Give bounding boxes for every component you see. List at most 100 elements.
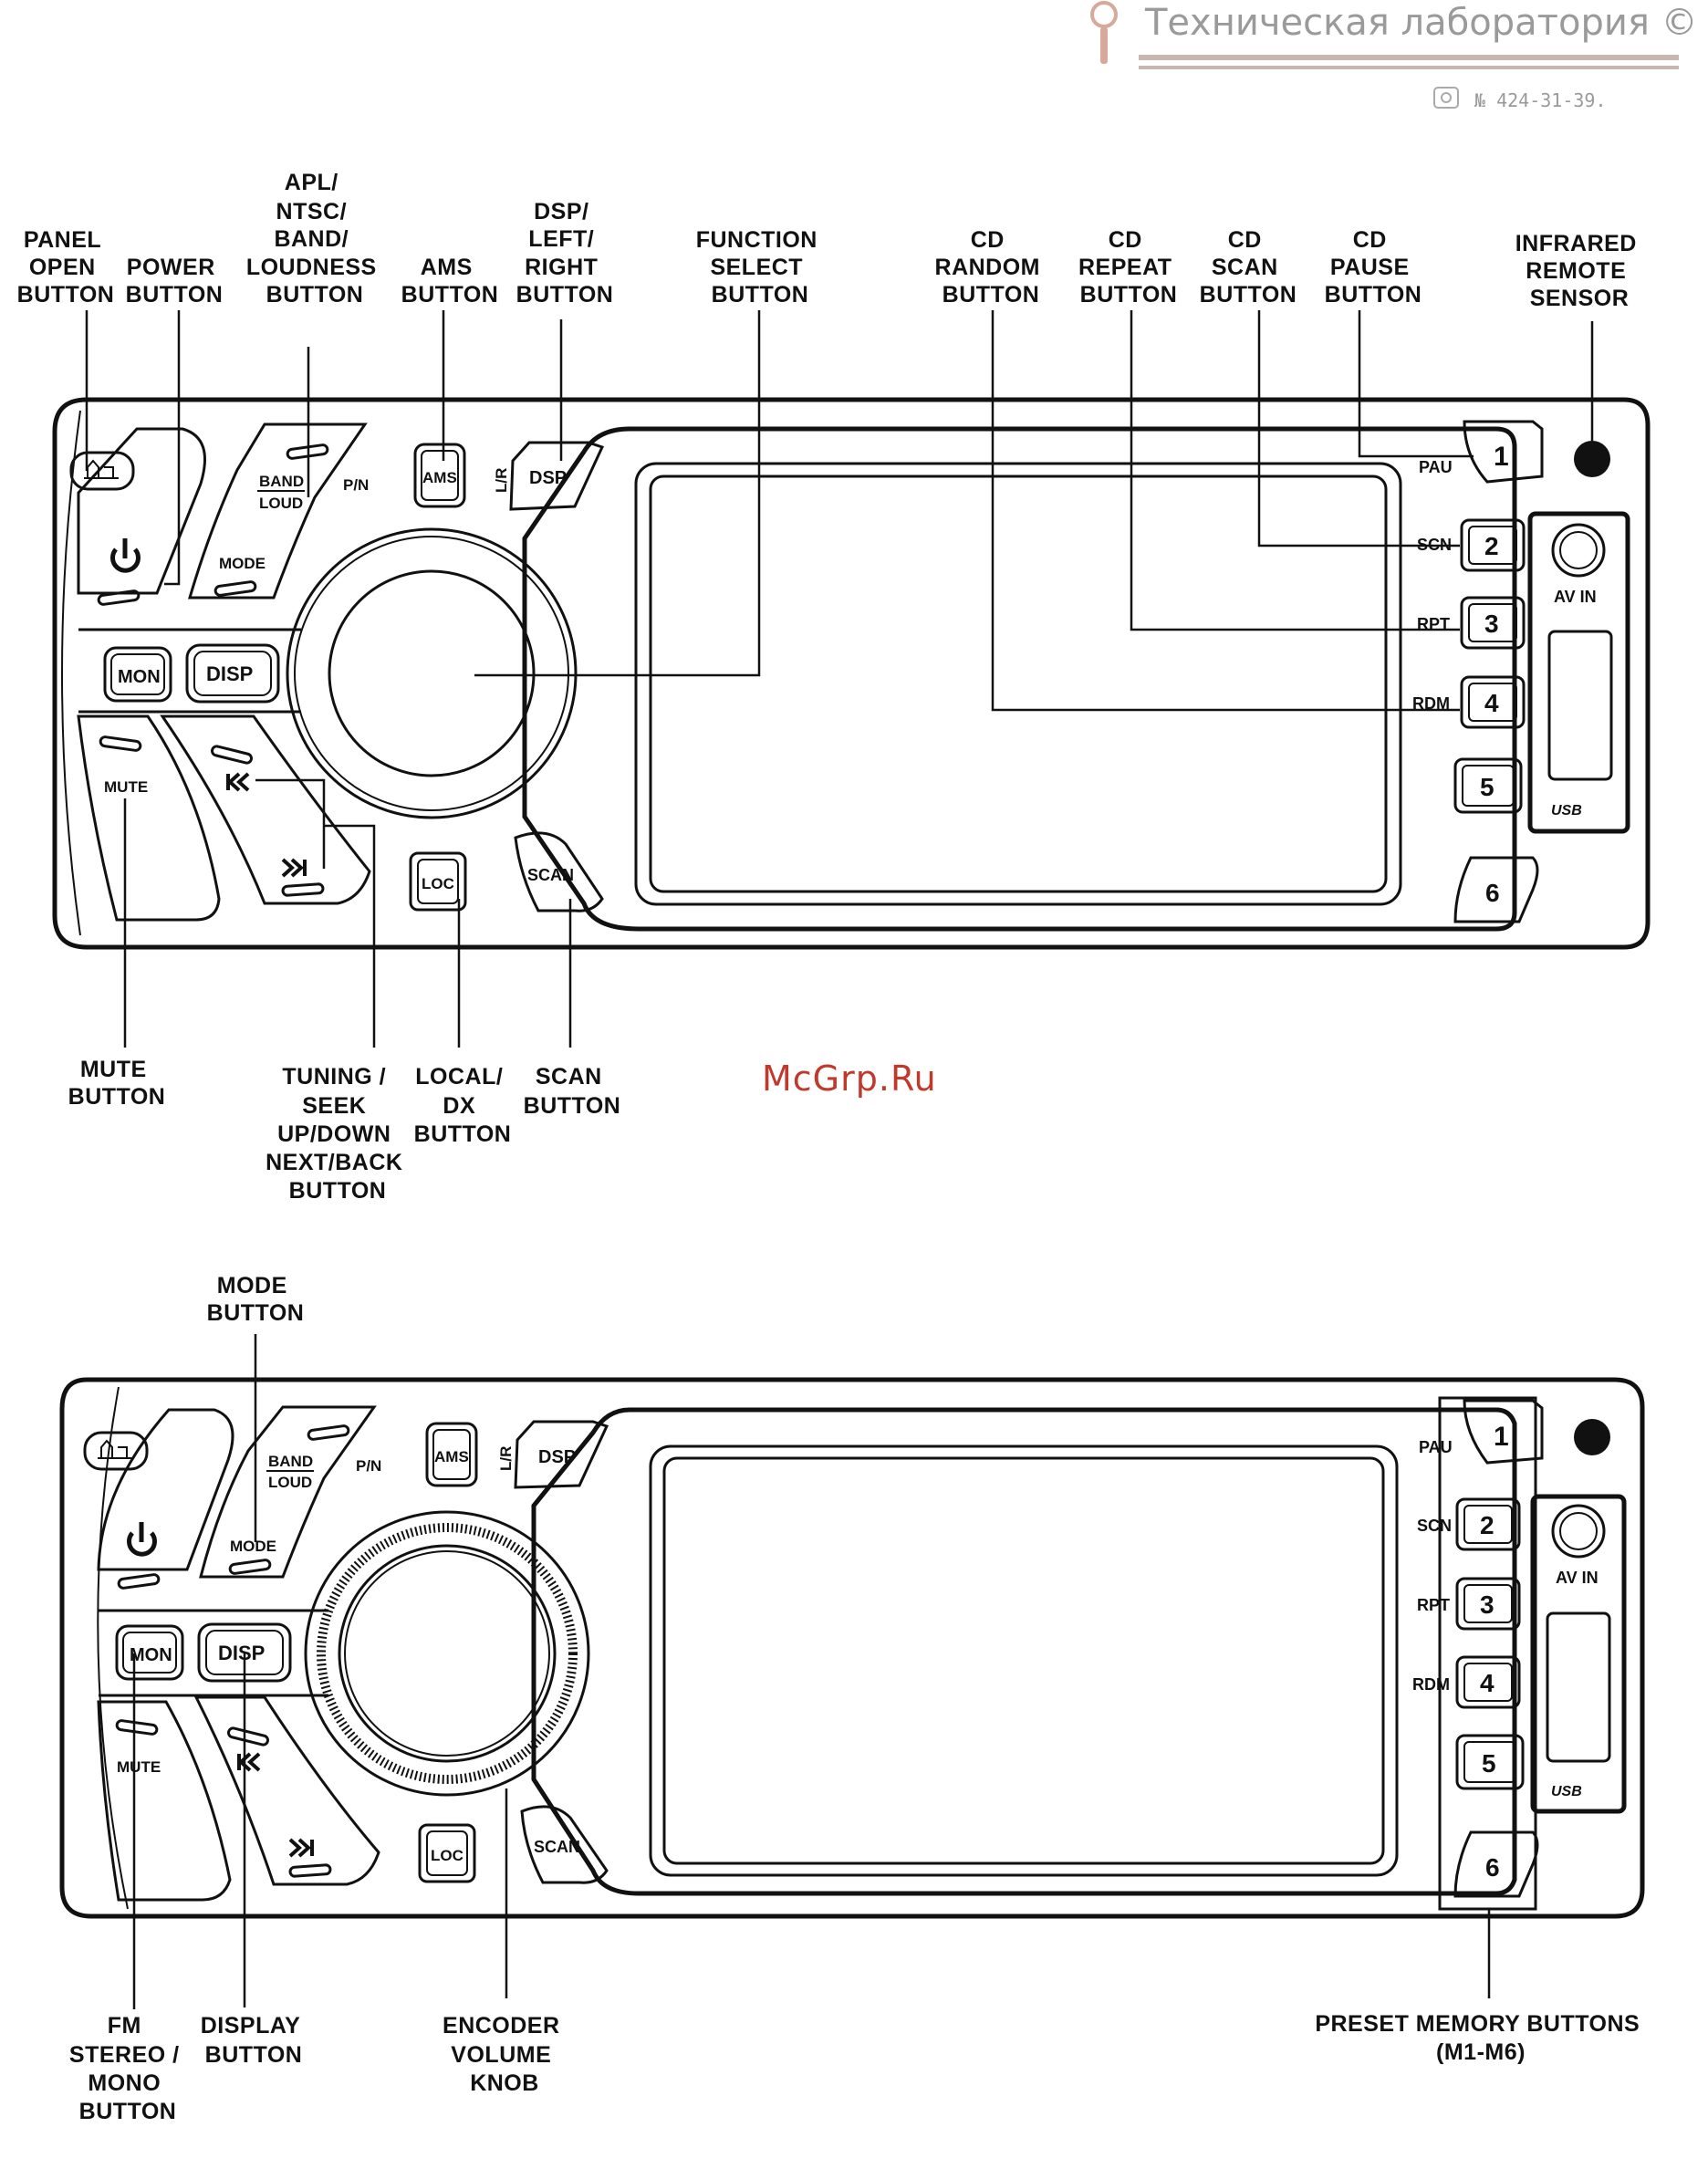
lr-label: L/R (493, 468, 510, 493)
usb-port[interactable] (1547, 630, 1613, 781)
scn-label-2: SCN (1417, 1517, 1452, 1535)
av-in-jack[interactable] (1551, 523, 1606, 578)
scan-button-2[interactable]: SCAN (520, 1805, 609, 1884)
dsp-button-2[interactable]: DSP (514, 1420, 609, 1489)
prev-icon-2 (237, 1752, 261, 1772)
preset-4-label: 4 (1484, 689, 1499, 717)
phone-icon (1433, 87, 1459, 109)
preset-2-button[interactable]: 2 (1460, 518, 1526, 572)
preset-4-label-2: 4 (1480, 1669, 1494, 1697)
callout-cd-pause: CD PAUSE BUTTON (1325, 227, 1422, 308)
preset-6-button[interactable]: 6 (1453, 856, 1539, 923)
preset-3-button-2[interactable]: 3 (1455, 1577, 1521, 1631)
magnifier-icon (1090, 1, 1118, 64)
callout-function: FUNCTION SELECT BUTTON (696, 227, 825, 308)
callout-fm-stereo: FM STEREO / MONO BUTTON (69, 2013, 186, 2124)
power-icon-2 (127, 1522, 157, 1557)
next-icon (281, 858, 307, 878)
callout-ams: AMS BUTTON (401, 255, 499, 308)
mode-label: MODE (219, 555, 266, 572)
seek-button-shape-2[interactable] (193, 1695, 380, 1886)
callout-local: LOCAL/ DX BUTTON (414, 1064, 512, 1147)
preset-2-label: 2 (1484, 532, 1499, 560)
band-mode-button-shape[interactable] (187, 422, 368, 600)
callout-display: DISPLAY BUTTON (201, 2013, 307, 2068)
watermark-title: Техническая лаборатория © (1144, 2, 1698, 44)
callout-encoder: ENCODER VOLUME KNOB (443, 2013, 567, 2096)
panel-open-button-2[interactable] (83, 1431, 149, 1471)
preset-1-label: 1 (1494, 442, 1509, 472)
loc-button-2[interactable]: LOC (418, 1823, 476, 1883)
callout-dsp: DSP/ LEFT/ RIGHT BUTTON (516, 199, 614, 308)
scan-label: SCAN (527, 866, 574, 884)
top-callouts: PANEL OPEN BUTTON POWER BUTTON APL/ NTSC… (17, 170, 1644, 1204)
preset-5-label: 5 (1480, 773, 1494, 801)
callout-scan: SCAN BUTTON (524, 1064, 621, 1119)
site-label: McGrp.Ru (762, 1058, 937, 1099)
preset-4-button-2[interactable]: 4 (1455, 1655, 1521, 1709)
preset-1-label-2: 1 (1494, 1422, 1509, 1452)
mute-label-2: MUTE (117, 1758, 161, 1776)
callout-preset: PRESET MEMORY BUTTONS (M1-M6) (1315, 2011, 1646, 2065)
preset-3-button[interactable]: 3 (1460, 596, 1526, 650)
lr-label-2: L/R (497, 1446, 515, 1471)
mute-button-shape-2[interactable] (97, 1700, 232, 1902)
mon-button[interactable]: MON (103, 646, 172, 703)
rdm-label-2: RDM (1412, 1675, 1450, 1694)
loc-button[interactable]: LOC (409, 851, 467, 912)
panel-open-button[interactable] (69, 451, 135, 491)
watermark-phone: № 424-31-39. (1474, 89, 1607, 111)
dsp-button[interactable]: DSP (509, 441, 605, 511)
preset-1-button[interactable]: 1 (1463, 420, 1544, 484)
encoder-volume-knob[interactable] (304, 1510, 590, 1797)
preset-2-label-2: 2 (1480, 1511, 1494, 1539)
av-usb-box-2 (1530, 1494, 1627, 1814)
ams-button-2[interactable]: AMS (425, 1422, 478, 1487)
av-in-jack-2[interactable] (1551, 1504, 1606, 1559)
top-leaders (85, 310, 1594, 1048)
callout-cd-repeat: CD REPEAT BUTTON (1078, 227, 1179, 308)
preset-5-button-2[interactable]: 5 (1455, 1734, 1525, 1790)
scan-button[interactable]: SCAN (514, 831, 604, 912)
seek-button-shape[interactable] (160, 714, 371, 905)
callout-mode: MODE BUTTON (207, 1273, 305, 1326)
usb-label-2: USB (1551, 1784, 1582, 1799)
callout-tuning: TUNING / SEEK UP/DOWN NEXT/BACK BUTTON (266, 1064, 410, 1204)
callout-panel-open: PANEL OPEN BUTTON (17, 227, 115, 308)
ams-label-2: AMS (434, 1448, 469, 1465)
callout-ir-sensor: INFRARED REMOTE SENSOR (1515, 231, 1644, 311)
av-in-label: AV IN (1554, 588, 1597, 606)
preset-2-button-2[interactable]: 2 (1455, 1497, 1521, 1551)
ams-label: AMS (422, 469, 457, 486)
usb-port-2[interactable] (1546, 1611, 1611, 1763)
preset-6-label: 6 (1485, 879, 1500, 907)
dsp-label: DSP (529, 468, 567, 488)
bottom-callouts: MODE BUTTON FM STEREO / MONO BUTTON DISP… (69, 1273, 1646, 2124)
callout-cd-scan: CD SCAN BUTTON (1200, 227, 1297, 308)
function-select-knob[interactable] (286, 527, 578, 819)
preset-6-button-2[interactable]: 6 (1453, 1830, 1539, 1898)
loud-label-2: LOUD (268, 1474, 312, 1491)
ir-sensor-2 (1574, 1419, 1610, 1455)
power-button-shape-2[interactable] (97, 1408, 234, 1571)
dsp-label-2: DSP (538, 1447, 576, 1467)
band-mode-button-shape-2[interactable] (199, 1405, 377, 1579)
av-in-label-2: AV IN (1556, 1569, 1599, 1587)
top-panel: BAND LOUD P/N MODE MUTE MON DISP (52, 397, 1651, 950)
preset-5-button[interactable]: 5 (1453, 757, 1523, 814)
av-usb-box (1527, 511, 1630, 834)
disp-button[interactable]: DISP (185, 643, 280, 704)
power-button-shape[interactable] (77, 427, 206, 595)
preset-1-button-2[interactable]: 1 (1463, 1399, 1544, 1465)
pn-label-2: P/N (356, 1457, 381, 1475)
pau-label-2: PAU (1419, 1438, 1453, 1456)
preset-4-button[interactable]: 4 (1460, 675, 1526, 729)
mute-button-shape[interactable] (77, 714, 221, 922)
mon-button-2[interactable]: MON (115, 1624, 184, 1681)
ams-button[interactable]: AMS (413, 443, 466, 508)
scan-label-2: SCAN (534, 1838, 580, 1856)
rpt-label-2: RPT (1417, 1596, 1450, 1614)
loc-label: LOC (422, 875, 454, 892)
bottom-leaders (132, 1334, 1491, 2009)
